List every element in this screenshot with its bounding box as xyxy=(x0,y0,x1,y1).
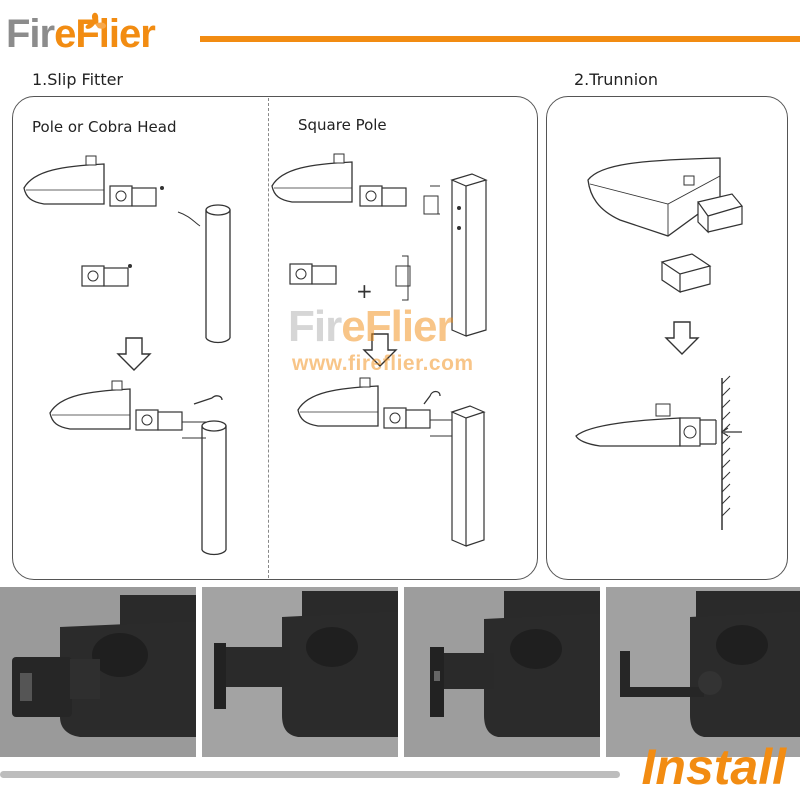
fan-logo-icon xyxy=(85,12,106,29)
pole-cobra-label: Pole or Cobra Head xyxy=(32,118,177,136)
trunnion-step2-wall xyxy=(575,375,742,530)
panel-divider xyxy=(268,98,269,578)
svg-text:+: + xyxy=(356,279,373,303)
round-pole-upper xyxy=(177,204,231,344)
square-fitter-part: + xyxy=(289,255,411,303)
square-pole-label: Square Pole xyxy=(298,116,387,134)
pole-step1-fixture xyxy=(23,155,164,207)
pole-step2-assembled xyxy=(49,380,227,556)
watermark-url: www.fireflier.com xyxy=(292,352,474,375)
photo-slip-fitter-side xyxy=(202,587,398,757)
header-orange-bar xyxy=(200,36,800,42)
watermark-logo: FireFlier xyxy=(288,302,454,351)
slip-fitter-part xyxy=(81,264,132,287)
trunnion-title: 2.Trunnion xyxy=(574,70,659,89)
square-pole-upper xyxy=(450,173,488,337)
square-step2-assembled xyxy=(297,377,486,547)
photo-slip-fitter-front xyxy=(0,587,196,757)
brand-logo: FireFlier xyxy=(6,12,156,54)
square-step1-fixture xyxy=(271,153,440,215)
photo-trunnion xyxy=(606,587,800,757)
trunnion-bracket-part xyxy=(660,253,712,294)
trunnion-step1-fixture xyxy=(587,157,744,237)
install-heading: Install xyxy=(641,739,786,795)
slip-fitter-title: 1.Slip Fitter xyxy=(32,70,124,89)
footer-gray-bar xyxy=(0,771,620,778)
install-diagram: + xyxy=(23,153,744,556)
arrow-down-right xyxy=(665,321,699,355)
arrow-down-left xyxy=(117,337,151,371)
photo-square-fitter xyxy=(404,587,600,757)
